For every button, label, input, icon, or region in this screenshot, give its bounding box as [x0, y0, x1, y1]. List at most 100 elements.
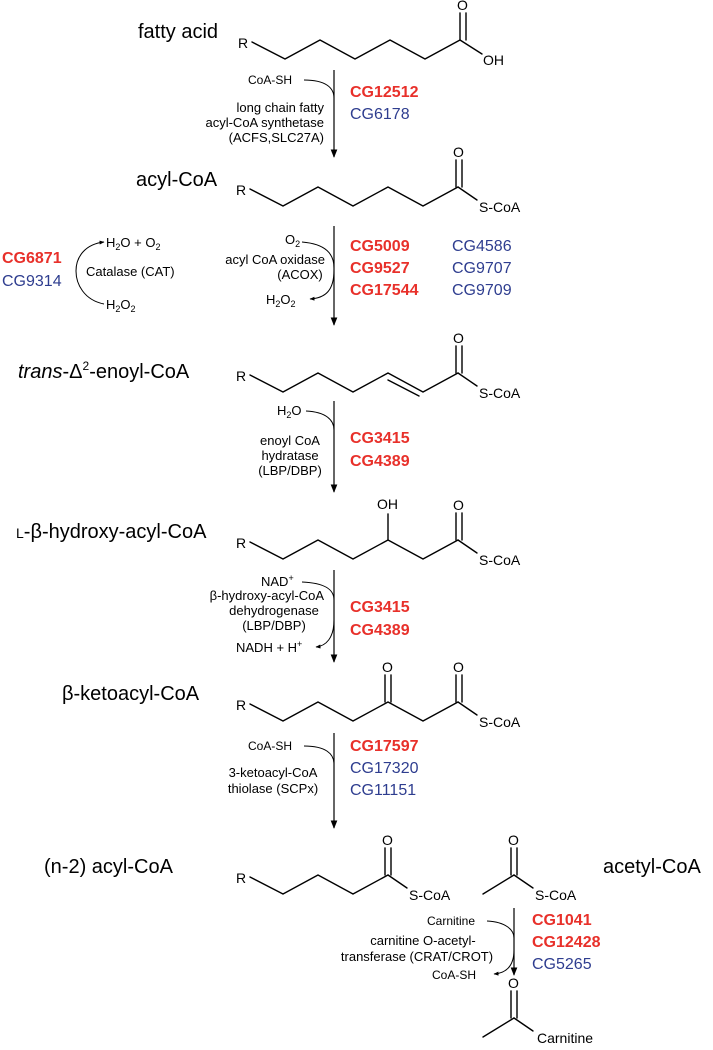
- gene-weak: CG9709: [452, 282, 512, 299]
- r-group: R: [236, 368, 246, 384]
- gene-strong: CG5009: [350, 238, 410, 255]
- gene-strong: CG1041: [532, 912, 592, 929]
- enoyl-coa-structure: R O S-CoA: [236, 330, 521, 401]
- oxygen-atom: O: [382, 832, 393, 848]
- product-curve: [493, 949, 515, 976]
- enzyme-name-line: acyl-CoA synthetase: [205, 115, 324, 130]
- hydroxy-acyl-coa-structure: R OH O S-CoA: [236, 496, 521, 568]
- enzyme-name-line: transferase (CRAT/CROT): [341, 949, 493, 964]
- carnitine-group: Carnitine: [537, 1030, 593, 1046]
- acyl-coa-label: acyl-CoA: [136, 169, 218, 191]
- step-enoyl-coa-hydratase: H2O enoyl CoA hydratase (LBP/DBP) CG3415…: [258, 401, 410, 493]
- fatty-acid-label: fatty acid: [138, 21, 218, 43]
- oxygen-atom: O: [457, 0, 468, 13]
- gene-weak: CG11151: [350, 782, 416, 799]
- oxygen-atom: O: [453, 497, 464, 513]
- gene-weak: CG17320: [350, 760, 419, 777]
- step-ketoacyl-thiolase: CoA-SH 3-ketoacyl-CoA thiolase (SCPx) CG…: [228, 733, 419, 829]
- oxygen-atom: O: [508, 832, 519, 848]
- cofactor-curve: [305, 410, 335, 431]
- enzyme-name-line: dehydrogenase: [229, 603, 319, 618]
- scoa-group: S-CoA: [479, 552, 521, 568]
- gene-weak: CG9314: [2, 273, 62, 290]
- r-group: R: [236, 182, 246, 198]
- n2-acyl-coa-structure: R O S-CoA: [236, 832, 451, 903]
- enzyme-name-line: enoyl CoA: [260, 433, 320, 448]
- r-group: R: [236, 870, 246, 886]
- step-hydroxyacyl-dehydrogenase: NAD+ β-hydroxy-acyl-CoA dehydrogenase (L…: [210, 570, 410, 663]
- enzyme-name-line: acyl CoA oxidase: [225, 252, 325, 267]
- enzyme-name-line: carnitine O-acetyl-: [370, 933, 475, 948]
- gene-weak: CG9707: [452, 260, 512, 277]
- scoa-group: S-CoA: [479, 385, 521, 401]
- enzyme-name-line: (LBP/DBP): [242, 618, 306, 633]
- gene-weak: CG5265: [532, 956, 592, 973]
- gene-weak: CG4586: [452, 238, 512, 255]
- acyl-coa-structure: R O S-CoA: [236, 144, 521, 215]
- scoa-group: S-CoA: [479, 714, 521, 730]
- gene-strong: CG12512: [350, 84, 419, 101]
- gene-strong: CG17544: [350, 282, 419, 299]
- oxygen-atom: O: [382, 659, 393, 675]
- enzyme-name-line: (ACFS,SLC27A): [229, 130, 324, 145]
- cofactor-h2o: H2O: [277, 403, 302, 420]
- product-h2o2: H2O2: [266, 292, 296, 309]
- product-curve: [315, 619, 335, 649]
- oxygen-atom: O: [453, 659, 464, 675]
- gene-strong: CG3415: [350, 599, 410, 616]
- enoyl-coa-label: trans-Δ2-enoyl-CoA: [18, 359, 190, 383]
- product-coa-sh: CoA-SH: [432, 968, 476, 982]
- hydroxy-acyl-coa-label: L-β-hydroxy-acyl-CoA: [16, 521, 207, 543]
- scoa-group: S-CoA: [535, 887, 577, 903]
- hydroxyl-group: OH: [483, 52, 504, 68]
- cofactor-coa-sh: CoA-SH: [248, 739, 292, 753]
- cofactor-nad: NAD+: [261, 573, 294, 589]
- enzyme-name-line: (ACOX): [277, 267, 323, 282]
- enzyme-name-line: long chain fatty: [237, 100, 325, 115]
- enzyme-name-line: thiolase (SCPx): [228, 781, 318, 796]
- cofactor-curve: [301, 581, 335, 601]
- cofactor-curve: [486, 920, 515, 939]
- ketoacyl-coa-structure: R O O S-CoA: [236, 659, 521, 730]
- gene-strong: CG17597: [350, 738, 419, 755]
- catalase-curve: [75, 240, 105, 305]
- acetyl-carnitine-structure: O Carnitine: [482, 975, 593, 1046]
- enzyme-name-line: (LBP/DBP): [258, 463, 322, 478]
- enzyme-name-line: 3-ketoacyl-CoA: [229, 765, 318, 780]
- r-group: R: [236, 697, 246, 713]
- step-acyl-coa-synthetase: CoA-SH long chain fatty acyl-CoA synthet…: [205, 70, 419, 158]
- r-group: R: [236, 535, 246, 551]
- oxygen-atom: O: [453, 144, 464, 160]
- catalase-products: H2O + O2: [106, 235, 160, 252]
- gene-weak: CG6178: [350, 106, 410, 123]
- oxygen-atom: O: [453, 330, 464, 346]
- gene-strong: CG12428: [532, 934, 601, 951]
- fatty-acid-structure: R O OH: [238, 0, 504, 68]
- n2-acyl-coa-label: (n-2) acyl-CoA: [44, 856, 174, 878]
- cofactor-curve: [303, 745, 335, 765]
- oxygen-atom: O: [508, 975, 519, 991]
- gene-strong: CG3415: [350, 430, 410, 447]
- enzyme-name-line: hydratase: [261, 448, 318, 463]
- gene-strong: CG6871: [2, 250, 62, 267]
- scoa-group: S-CoA: [409, 887, 451, 903]
- catalase-substrate: H2O2: [106, 297, 136, 314]
- step-acyl-coa-oxidase: O2 acyl CoA oxidase (ACOX) H2O2 CG5009 C…: [225, 226, 512, 326]
- cofactor-curve: [301, 241, 335, 269]
- cofactor-carnitine: Carnitine: [427, 914, 475, 928]
- scoa-group: S-CoA: [479, 199, 521, 215]
- cofactor-o2: O2: [285, 232, 300, 249]
- acetyl-coa-structure: O S-CoA: [482, 832, 577, 903]
- hydroxyl-group: OH: [377, 496, 398, 512]
- gene-strong: CG9527: [350, 260, 410, 277]
- step-carnitine-acetyltransferase: Carnitine carnitine O-acetyl- transferas…: [341, 908, 601, 982]
- gene-strong: CG4389: [350, 622, 410, 639]
- enzyme-name-line: β-hydroxy-acyl-CoA: [210, 588, 325, 603]
- step-catalase: CG6871 CG9314 H2O + O2 Catalase (CAT) H2…: [2, 235, 175, 314]
- cofactor-curve: [303, 79, 335, 99]
- gene-strong: CG4389: [350, 453, 410, 470]
- catalase-enzyme: Catalase (CAT): [86, 264, 175, 279]
- ketoacyl-coa-label: β-ketoacyl-CoA: [62, 683, 200, 705]
- acetyl-coa-label: acetyl-CoA: [603, 856, 701, 878]
